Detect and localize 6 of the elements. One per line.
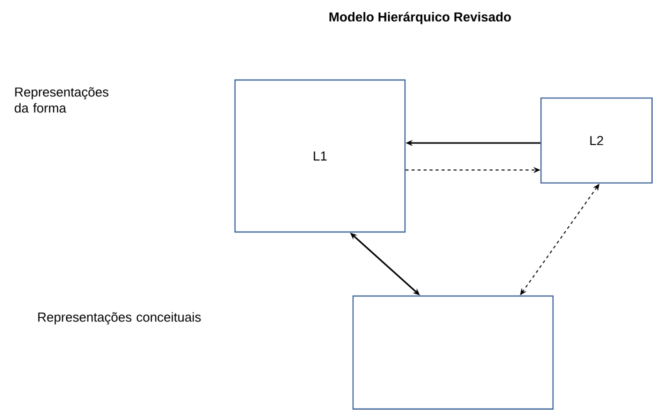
empty-box [352,295,554,410]
title: Modelo Hierárquico Revisado [329,12,511,24]
process-box: L2 [540,97,653,184]
label: Representações conceituais [38,312,201,324]
process-box: L1 [234,79,406,233]
label: Representações da forma [14,87,108,113]
